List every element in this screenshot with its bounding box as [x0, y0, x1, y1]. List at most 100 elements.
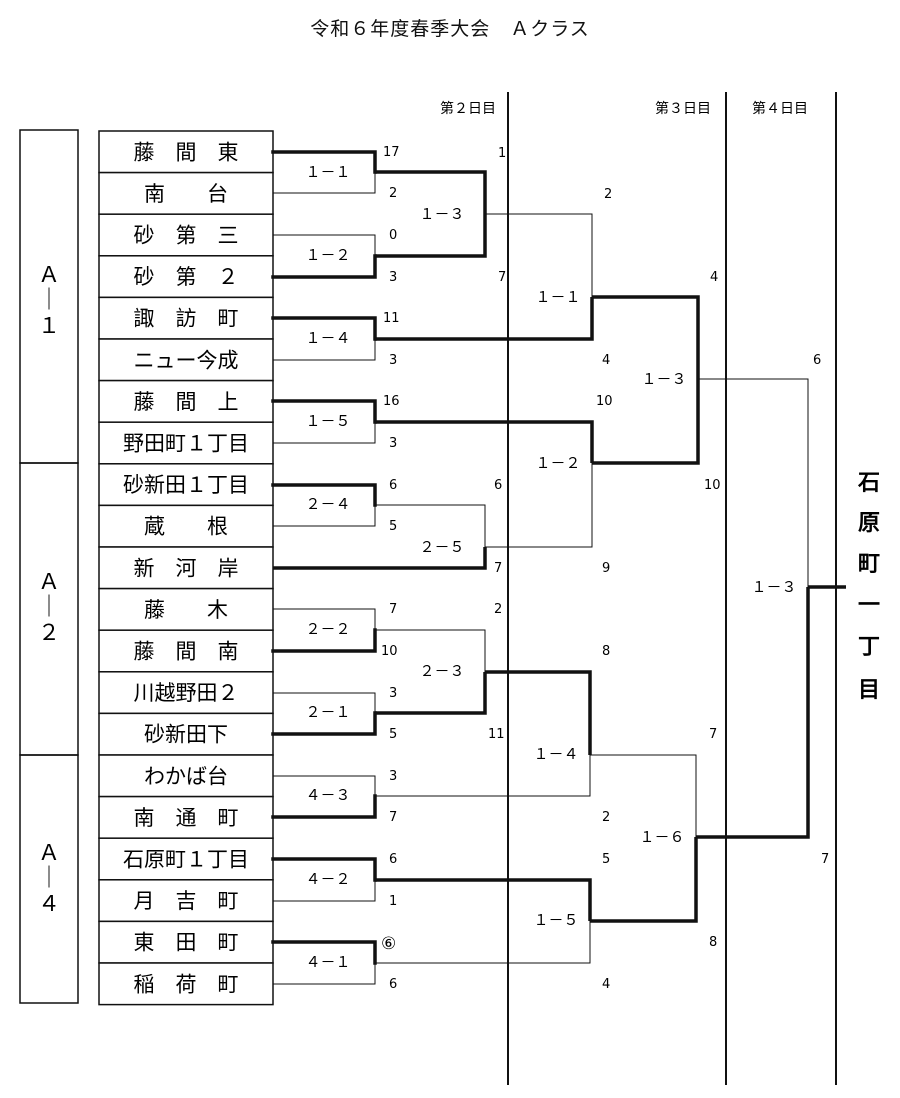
score: 17 — [383, 145, 400, 160]
round1-match-labels: １－１ １－２ １－４ １－５ ２－４ ２－２ ２－１ ４－３ ４－２ ４－１ — [305, 163, 350, 971]
svg-text:砂新田下: 砂新田下 — [144, 723, 228, 747]
svg-text:川越野田２: 川越野田２ — [134, 681, 239, 705]
svg-text:藤 間 東: 藤 間 東 — [134, 140, 239, 164]
svg-text:藤 間 上: 藤 間 上 — [134, 390, 239, 414]
svg-text:諏 訪 町: 諏 訪 町 — [134, 307, 239, 331]
match-label: １－６ — [639, 828, 684, 846]
score: 7 — [389, 602, 397, 617]
score: 4 — [710, 270, 718, 285]
team-box: わかば台 — [98, 754, 274, 798]
svg-text:蔵 根: 蔵 根 — [144, 515, 228, 539]
svg-text:野田町１丁目: 野田町１丁目 — [123, 432, 249, 456]
score: 4 — [602, 353, 610, 368]
team-box: 川越野田２ — [98, 671, 274, 715]
match-label: ２－１ — [305, 703, 350, 721]
match-label: ４－１ — [305, 953, 350, 971]
score: 7 — [494, 561, 502, 576]
score: 6 — [813, 353, 821, 368]
team-box: 石原町１丁目 — [98, 837, 274, 881]
champion-name: 石 原 町 一 丁 目 — [857, 471, 880, 703]
svg-text:稲 荷 町: 稲 荷 町 — [134, 972, 239, 996]
score: 7 — [389, 810, 397, 825]
group-box-a4: Ａ ｜ ４ — [19, 754, 79, 1004]
team-box: 砂新田下 — [98, 712, 274, 756]
score: 2 — [494, 602, 502, 617]
match-label: １－１ — [305, 163, 350, 181]
score: 8 — [709, 935, 717, 950]
team-box: 南 台 — [98, 171, 274, 215]
svg-text:町: 町 — [858, 552, 880, 577]
score: 5 — [389, 727, 397, 742]
team-box: 蔵 根 — [98, 504, 274, 548]
score: 7 — [498, 270, 506, 285]
svg-text:ニュー今成: ニュー今成 — [134, 348, 239, 372]
svg-text:一: 一 — [858, 593, 880, 618]
svg-text:丁: 丁 — [858, 635, 880, 660]
match-label: １－３ — [641, 370, 686, 388]
svg-text:砂 第 ２: 砂 第 ２ — [134, 265, 239, 289]
score: 2 — [604, 187, 612, 202]
score: 3 — [389, 353, 397, 368]
day-header-4: 第４日目 — [752, 100, 808, 117]
team-box: 砂 第 ２ — [98, 255, 274, 299]
svg-text:４: ４ — [38, 892, 60, 917]
team-box: 諏 訪 町 — [98, 296, 274, 340]
match-label: １－４ — [305, 329, 350, 347]
semi-lines — [590, 295, 700, 923]
match-label: １－３ — [419, 205, 464, 223]
match-label: １－１ — [535, 288, 580, 306]
match-label: ２－２ — [305, 620, 350, 638]
score: 2 — [602, 810, 610, 825]
match-label: ４－３ — [305, 786, 350, 804]
match-label: ２－４ — [305, 495, 350, 513]
score: 0 — [389, 228, 397, 243]
match-label: １－２ — [535, 454, 580, 472]
quarter-lines — [375, 213, 594, 964]
team-box: ニュー今成 — [98, 338, 274, 382]
score: 2 — [389, 186, 397, 201]
score: 1 — [498, 146, 506, 161]
svg-text:｜: ｜ — [38, 595, 60, 620]
team-box: 藤 間 南 — [98, 629, 274, 673]
score: 4 — [602, 977, 610, 992]
final-lines — [696, 378, 846, 839]
svg-text:新 河 岸: 新 河 岸 — [134, 556, 239, 580]
score: 7 — [821, 852, 829, 867]
round1-scores: 17 2 0 3 11 3 16 3 6 5 7 10 3 5 3 7 6 1 … — [381, 145, 400, 992]
score: 16 — [383, 394, 400, 409]
score: 10 — [381, 644, 398, 659]
day-header-3: 第３日目 — [655, 100, 711, 117]
team-box: 月 吉 町 — [98, 879, 274, 923]
svg-text:｜: ｜ — [38, 288, 60, 313]
score: 3 — [389, 686, 397, 701]
score: 7 — [709, 727, 717, 742]
svg-text:藤 木: 藤 木 — [144, 598, 228, 622]
team-box: 藤 木 — [98, 587, 274, 631]
svg-text:原: 原 — [858, 511, 880, 536]
score: 6 — [494, 478, 502, 493]
match-label: ２－５ — [419, 538, 464, 556]
svg-text:石: 石 — [857, 471, 880, 496]
score: 11 — [488, 727, 505, 742]
match-label: ２－３ — [419, 662, 464, 680]
score: 8 — [602, 644, 610, 659]
score: 5 — [602, 852, 610, 867]
team-box: 藤 間 上 — [98, 379, 274, 423]
score: 6 — [389, 852, 397, 867]
svg-text:目: 目 — [858, 678, 880, 703]
svg-text:Ａ: Ａ — [38, 841, 60, 866]
team-list: 藤 間 東 南 台 砂 第 三 砂 第 ２ 諏 訪 町 ニュー今成 藤 間 上 … — [98, 130, 274, 1006]
svg-text:砂 第 三: 砂 第 三 — [134, 224, 239, 248]
score: 10 — [596, 394, 613, 409]
svg-text:｜: ｜ — [38, 866, 60, 891]
match-label: １－３ — [751, 578, 796, 596]
semi-labels: １－３ 4 10 １－６ 7 8 — [639, 270, 720, 950]
svg-text:Ａ: Ａ — [38, 263, 60, 288]
team-box: 稲 荷 町 — [98, 962, 274, 1006]
team-box: 野田町１丁目 — [98, 421, 274, 465]
score: 6 — [389, 977, 397, 992]
round1-lines — [271, 150, 377, 985]
page-title: 令和６年度春季大会 Ａクラス — [310, 18, 590, 40]
score: 9 — [602, 561, 610, 576]
